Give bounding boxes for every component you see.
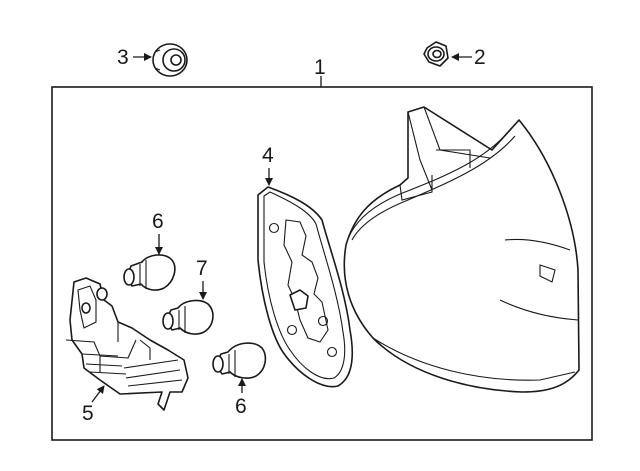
callout-3: 3 (117, 46, 129, 69)
callout-7: 7 (196, 257, 208, 280)
callout-6-upper: 6 (152, 210, 164, 233)
gasket-part-4 (257, 186, 354, 388)
bulb-part-7 (162, 299, 214, 335)
callout-5: 5 (82, 402, 94, 425)
bulb-part-6-upper (123, 254, 176, 291)
socket-bracket-part-5 (65, 277, 189, 411)
tail-lamp-housing-part-1 (343, 106, 580, 393)
callout-2: 2 (474, 46, 486, 69)
callout-1: 1 (314, 56, 326, 79)
callout-4: 4 (262, 144, 274, 167)
bulb-part-6-lower (212, 342, 267, 379)
callout-6-lower: 6 (235, 395, 247, 418)
assembly-frame (51, 86, 593, 441)
callout-5-leader (91, 385, 105, 403)
hex-nut-part-2 (423, 41, 449, 67)
grommet-part-3 (152, 43, 188, 77)
